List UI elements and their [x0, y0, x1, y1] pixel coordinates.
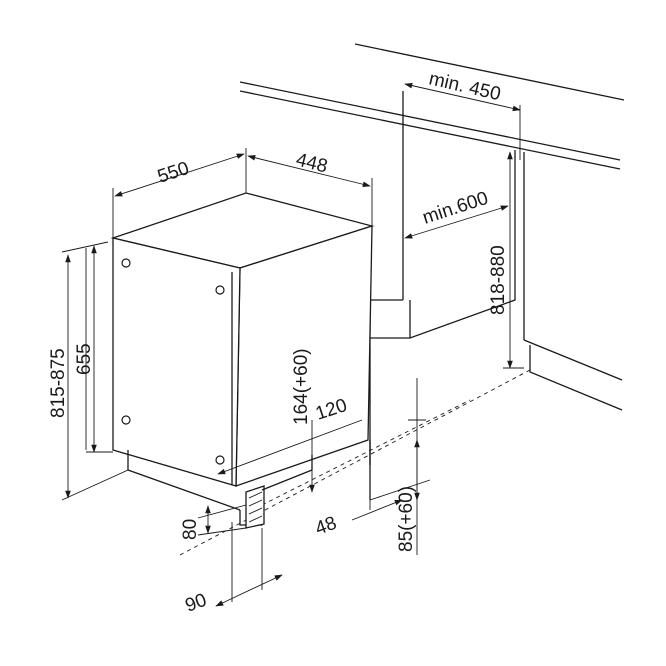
- label-plinth-85: 85(+60): [396, 486, 417, 552]
- label-height-815-875: 815-875: [48, 348, 69, 418]
- label-gap-48: 48: [313, 513, 340, 540]
- label-foot-80: 80: [180, 519, 201, 540]
- worktop: [239, 43, 625, 170]
- label-foot-90: 90: [183, 590, 210, 617]
- label-width-550: 550: [155, 158, 192, 188]
- dishwasher-body: [110, 192, 375, 487]
- screw-hole-icon: [215, 455, 225, 465]
- screw-hole-icon: [121, 258, 131, 268]
- label-plinth-164: 164(+60): [291, 348, 312, 425]
- screw-hole-icon: [215, 285, 225, 295]
- label-min-450: min. 450: [427, 68, 503, 105]
- label-height-655: 655: [74, 343, 95, 375]
- plinth: [127, 440, 371, 529]
- floor-lines: [179, 369, 531, 556]
- dimension-lines: [61, 82, 524, 607]
- screw-hole-icon: [121, 415, 131, 425]
- label-width-448: 448: [294, 149, 330, 177]
- label-niche-818-880: 818-880: [488, 245, 509, 315]
